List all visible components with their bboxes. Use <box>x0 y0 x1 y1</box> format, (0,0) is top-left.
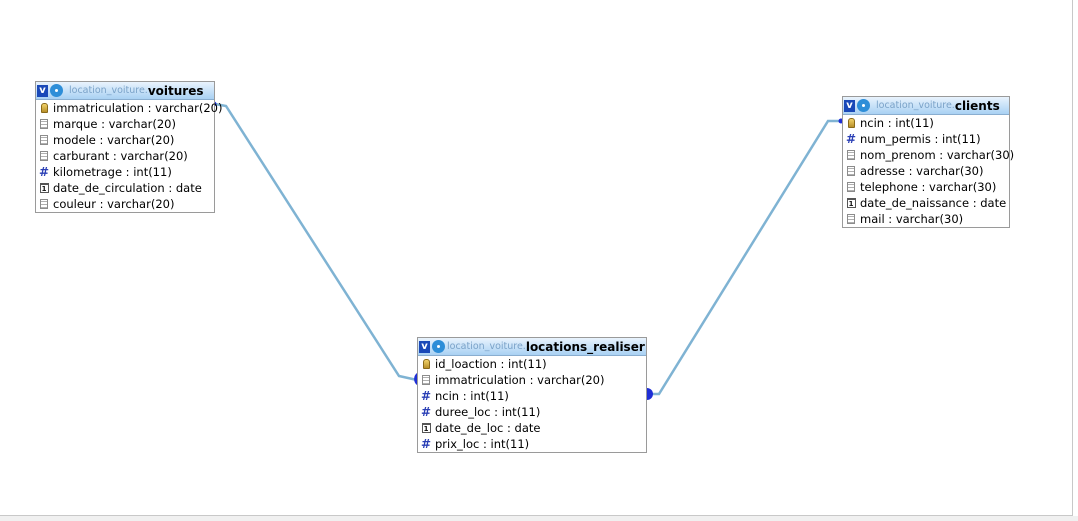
column-row[interactable]: telephone : varchar(30) <box>843 179 1009 195</box>
column-label: ncin : int(11) <box>435 389 509 403</box>
text-column-icon <box>37 197 51 211</box>
column-row[interactable]: date_de_circulation : date <box>36 180 214 196</box>
text-column-icon <box>37 117 51 131</box>
text-column-icon <box>844 164 858 178</box>
gear-icon[interactable] <box>50 84 63 97</box>
column-row[interactable]: ncin : int(11) <box>843 115 1009 131</box>
table-header[interactable]: v location_voiture. clients <box>843 97 1009 115</box>
bottom-scrollbar-track[interactable] <box>0 516 1078 521</box>
column-label: modele : varchar(20) <box>53 133 175 147</box>
table-clients[interactable]: v location_voiture. clients ncin : int(1… <box>842 96 1014 228</box>
text-column-icon <box>844 180 858 194</box>
column-row[interactable]: mail : varchar(30) <box>843 211 1009 227</box>
column-label: carburant : varchar(20) <box>53 149 188 163</box>
primary-key-icon <box>844 116 858 130</box>
column-row[interactable]: duree_loc : int(11) <box>418 404 646 420</box>
column-row[interactable]: date_de_naissance : date <box>843 195 1009 211</box>
table-header[interactable]: v location_voiture. locations_realiser <box>418 338 646 356</box>
primary-key-icon <box>419 357 433 371</box>
column-row[interactable]: marque : varchar(20) <box>36 116 214 132</box>
relation-endpoint-locations-right <box>647 388 653 400</box>
relation-clients-locations[interactable] <box>647 119 842 396</box>
column-row[interactable]: id_loaction : int(11) <box>418 356 646 372</box>
numeric-column-icon <box>419 405 433 419</box>
date-column-icon <box>419 421 433 435</box>
table-schema: location_voiture. <box>447 341 526 352</box>
view-toggle-icon[interactable]: v <box>419 340 430 353</box>
column-label: immatriculation : varchar(20) <box>435 373 605 387</box>
column-row[interactable]: modele : varchar(20) <box>36 132 214 148</box>
relation-voitures-locations[interactable] <box>214 102 418 382</box>
column-row[interactable]: num_permis : int(11) <box>843 131 1009 147</box>
view-toggle-icon[interactable]: v <box>37 84 48 97</box>
column-row[interactable]: nom_prenom : varchar(30) <box>843 147 1014 163</box>
column-label: kilometrage : int(11) <box>53 165 172 179</box>
column-row[interactable]: immatriculation : varchar(20) <box>418 372 646 388</box>
column-label: date_de_circulation : date <box>53 181 202 195</box>
column-row[interactable]: kilometrage : int(11) <box>36 164 214 180</box>
text-column-icon <box>844 212 858 226</box>
column-label: num_permis : int(11) <box>860 132 981 146</box>
text-column-icon <box>37 149 51 163</box>
column-row[interactable]: immatriculation : varchar(20) <box>36 100 222 116</box>
numeric-column-icon <box>419 389 433 403</box>
column-label: nom_prenom : varchar(30) <box>860 148 1015 162</box>
column-label: couleur : varchar(20) <box>53 197 175 211</box>
table-voitures[interactable]: v location_voiture. voitures immatricula… <box>35 81 222 213</box>
column-label: adresse : varchar(30) <box>860 164 984 178</box>
date-column-icon <box>37 181 51 195</box>
gear-icon[interactable] <box>432 340 445 353</box>
relation-endpoint-locations-left <box>414 373 417 385</box>
table-title: clients <box>954 98 1000 113</box>
column-label: marque : varchar(20) <box>53 117 176 131</box>
column-row[interactable]: date_de_loc : date <box>418 420 646 436</box>
table-locations-realiser[interactable]: v location_voiture. locations_realiser i… <box>417 337 647 453</box>
numeric-column-icon <box>844 132 858 146</box>
column-label: prix_loc : int(11) <box>435 437 530 451</box>
gear-icon[interactable] <box>857 99 870 112</box>
primary-key-icon <box>37 101 51 115</box>
numeric-column-icon <box>419 437 433 451</box>
text-column-icon <box>37 133 51 147</box>
column-label: date_de_loc : date <box>435 421 541 435</box>
table-schema: location_voiture. <box>876 100 955 111</box>
column-label: ncin : int(11) <box>860 116 934 130</box>
date-column-icon <box>844 196 858 210</box>
column-row[interactable]: couleur : varchar(20) <box>36 196 214 212</box>
column-label: id_loaction : int(11) <box>435 357 547 371</box>
table-header[interactable]: v location_voiture. voitures <box>36 82 214 100</box>
column-row[interactable]: ncin : int(11) <box>418 388 646 404</box>
table-title: locations_realiser <box>525 339 645 354</box>
column-label: telephone : varchar(30) <box>860 180 997 194</box>
numeric-column-icon <box>37 165 51 179</box>
table-schema: location_voiture. <box>69 85 148 96</box>
column-row[interactable]: adresse : varchar(30) <box>843 163 1009 179</box>
text-column-icon <box>419 373 433 387</box>
column-row[interactable]: prix_loc : int(11) <box>418 436 646 452</box>
table-title: voitures <box>147 83 204 98</box>
column-label: date_de_naissance : date <box>860 196 1007 210</box>
view-toggle-icon[interactable]: v <box>844 99 855 112</box>
column-label: duree_loc : int(11) <box>435 405 541 419</box>
column-row[interactable]: carburant : varchar(20) <box>36 148 214 164</box>
column-label: immatriculation : varchar(20) <box>53 101 223 115</box>
text-column-icon <box>844 148 858 162</box>
column-label: mail : varchar(30) <box>860 212 964 226</box>
